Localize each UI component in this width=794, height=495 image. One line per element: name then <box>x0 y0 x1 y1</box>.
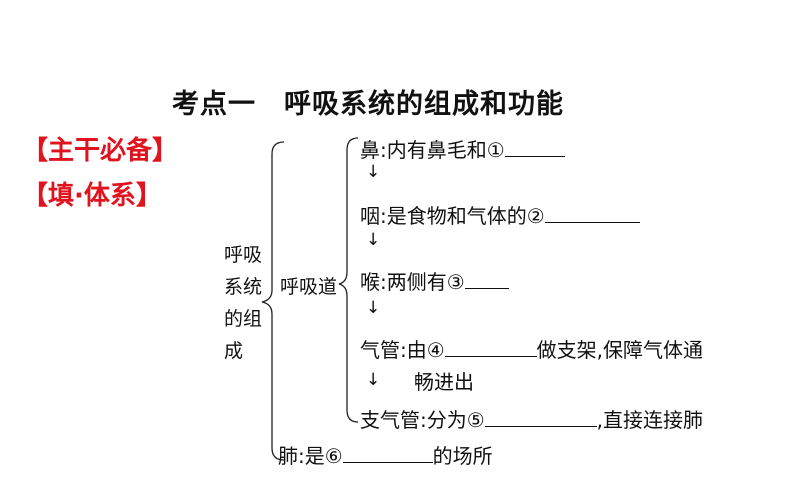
system-label-line-3: 的组 <box>224 308 263 330</box>
section-label-system: 【填·体系】 <box>22 181 162 211</box>
tract-item-pharynx: 咽:是食物和气体的② <box>360 200 640 229</box>
inner-brace <box>338 137 359 423</box>
answer-blank-3[interactable] <box>464 270 509 289</box>
down-arrow-1: ↓ <box>366 162 381 182</box>
down-arrow-3: ↓ <box>366 298 381 318</box>
answer-blank-2[interactable] <box>544 204 640 223</box>
section-label-main: 【主干必备】 <box>22 136 179 166</box>
system-label-line-1: 呼吸 <box>224 244 263 266</box>
tract-item-trachea-continuation: 畅进出 <box>414 370 474 394</box>
tract-item-larynx: 喉:两侧有③ <box>360 266 509 295</box>
outer-brace <box>261 141 285 461</box>
page-title: 考点一 呼吸系统的组成和功能 <box>172 89 564 120</box>
down-arrow-4: ↓ <box>366 370 381 390</box>
answer-blank-5[interactable] <box>484 408 597 427</box>
down-arrow-2: ↓ <box>366 230 381 250</box>
system-label-line-2: 系统 <box>224 276 263 298</box>
answer-blank-6[interactable] <box>342 444 433 463</box>
tract-item-bronchi: 支气管:分为⑤,直接连接肺 <box>360 408 704 432</box>
system-label-line-4: 成 <box>224 340 244 362</box>
tract-item-nose: 鼻:内有鼻毛和① <box>360 134 565 163</box>
respiratory-tract-label: 呼吸道 <box>280 276 338 298</box>
answer-blank-4[interactable] <box>444 338 537 357</box>
answer-blank-1[interactable] <box>504 138 565 157</box>
